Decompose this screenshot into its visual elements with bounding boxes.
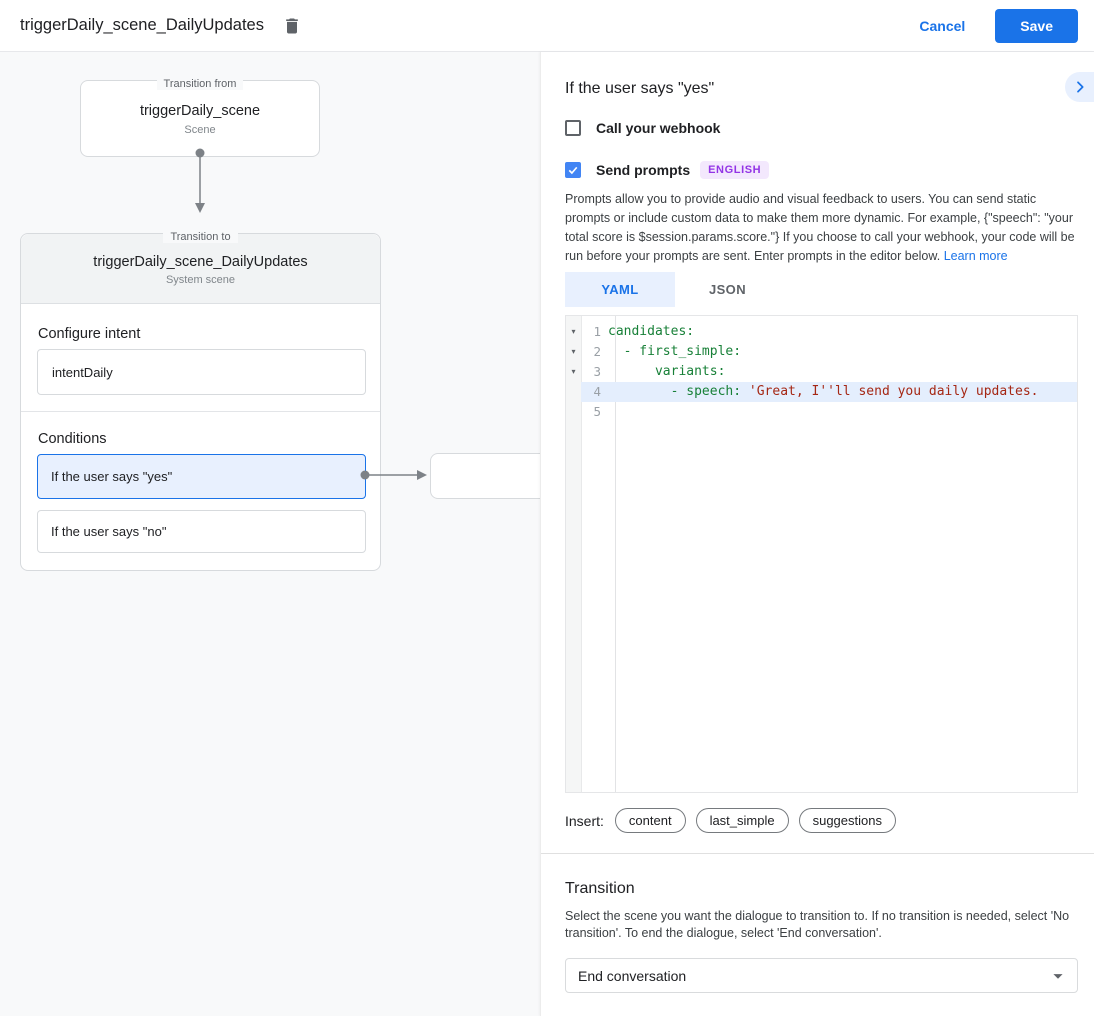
- line-number: 5: [593, 404, 601, 419]
- learn-more-link[interactable]: Learn more: [943, 249, 1008, 263]
- line-number: 4: [593, 384, 601, 399]
- intent-field[interactable]: intentDaily: [37, 349, 366, 395]
- tab-yaml[interactable]: YAML: [565, 272, 675, 307]
- page-title: triggerDaily_scene_DailyUpdates: [20, 16, 264, 34]
- prompt-code-editor[interactable]: ▾ 1 candidates: ▾ 2 - first_simple: ▾ 3 …: [565, 315, 1078, 793]
- configure-intent-label: Configure intent: [38, 326, 141, 342]
- tab-json[interactable]: JSON: [708, 282, 746, 297]
- from-node-subtitle: Scene: [184, 124, 216, 136]
- caret-down-icon: [1053, 973, 1063, 979]
- editor-tabs: YAML JSON: [565, 272, 1078, 307]
- fold-toggle-icon[interactable]: ▾: [571, 327, 576, 336]
- transition-from-legend: Transition from: [81, 74, 319, 92]
- from-node-title: triggerDaily_scene: [139, 103, 261, 119]
- code-line: - speech: 'Great, I''ll send you daily u…: [608, 384, 1039, 399]
- line-number: 2: [593, 344, 601, 359]
- editor-line-highlighted[interactable]: 4 - speech: 'Great, I''ll send you daily…: [566, 382, 1077, 402]
- scene-diagram-canvas: Transition from triggerDaily_scene Scene…: [0, 52, 540, 1016]
- to-node-title: triggerDaily_scene_DailyUpdates: [93, 254, 308, 270]
- insert-chip-content[interactable]: content: [614, 808, 686, 833]
- send-prompts-row: Send prompts ENGLISH: [565, 161, 1078, 179]
- send-prompts-checkbox[interactable]: [565, 162, 581, 178]
- webhook-checkbox[interactable]: [565, 120, 581, 136]
- transition-target-node[interactable]: [430, 453, 540, 499]
- send-prompts-label: Send prompts: [596, 162, 691, 178]
- fold-toggle-icon[interactable]: ▾: [571, 347, 576, 356]
- chevron-right-icon: [1076, 81, 1084, 93]
- to-node-subtitle: System scene: [165, 274, 236, 286]
- condition-item-no[interactable]: If the user says "no": [37, 510, 366, 553]
- save-button[interactable]: Save: [995, 8, 1078, 43]
- insert-chip-last-simple[interactable]: last_simple: [695, 808, 789, 833]
- editor-line[interactable]: 5: [566, 402, 1077, 422]
- panel-title: If the user says "yes": [565, 80, 715, 97]
- webhook-label: Call your webhook: [596, 120, 721, 136]
- line-number: 3: [593, 364, 601, 379]
- section-divider: [21, 411, 380, 412]
- transition-description: Select the scene you want the dialogue t…: [565, 909, 1070, 940]
- checkmark-icon: [568, 166, 578, 175]
- delete-scene-button[interactable]: [280, 14, 304, 38]
- language-badge: ENGLISH: [700, 161, 770, 179]
- conditions-label: Conditions: [38, 431, 107, 447]
- cancel-button[interactable]: Cancel: [919, 17, 966, 34]
- main-area: Transition from triggerDaily_scene Scene…: [0, 52, 1094, 1016]
- code-line: variants:: [608, 364, 726, 379]
- line-number: 1: [593, 324, 601, 339]
- transition-from-node[interactable]: Transition from triggerDaily_scene Scene: [80, 78, 320, 157]
- transition-dropdown-value: End conversation: [578, 967, 687, 984]
- transition-section-title: Transition: [565, 880, 635, 897]
- editor-line[interactable]: ▾ 1 candidates:: [566, 322, 1077, 342]
- prompts-description-text: Prompts allow you to provide audio and v…: [565, 192, 1075, 263]
- fold-toggle-icon[interactable]: ▾: [571, 367, 576, 376]
- transition-to-node: Transition to triggerDaily_scene_DailyUp…: [20, 231, 381, 571]
- to-node-header: triggerDaily_scene_DailyUpdates System s…: [21, 234, 380, 304]
- trash-icon: [286, 18, 298, 33]
- insert-toolbar: Insert: content last_simple suggestions: [565, 808, 1078, 833]
- top-bar: triggerDaily_scene_DailyUpdates Cancel S…: [0, 0, 1094, 52]
- code-line: candidates:: [608, 324, 695, 339]
- webhook-row: Call your webhook: [565, 120, 1078, 136]
- editor-line[interactable]: ▾ 2 - first_simple:: [566, 342, 1077, 362]
- editor-line[interactable]: ▾ 3 variants:: [566, 362, 1077, 382]
- panel-divider: [541, 853, 1094, 854]
- code-line: - first_simple:: [608, 344, 742, 359]
- condition-inspector-panel: If the user says "yes" Call your webhook…: [540, 52, 1094, 1016]
- condition-item-yes[interactable]: If the user says "yes": [37, 454, 366, 499]
- insert-label: Insert:: [565, 812, 604, 829]
- insert-chip-suggestions[interactable]: suggestions: [798, 808, 896, 833]
- transition-dropdown[interactable]: End conversation: [565, 958, 1078, 993]
- collapse-panel-button[interactable]: [1065, 72, 1094, 102]
- prompts-description: Prompts allow you to provide audio and v…: [565, 190, 1078, 266]
- edge-from-to-arrow: [195, 148, 205, 213]
